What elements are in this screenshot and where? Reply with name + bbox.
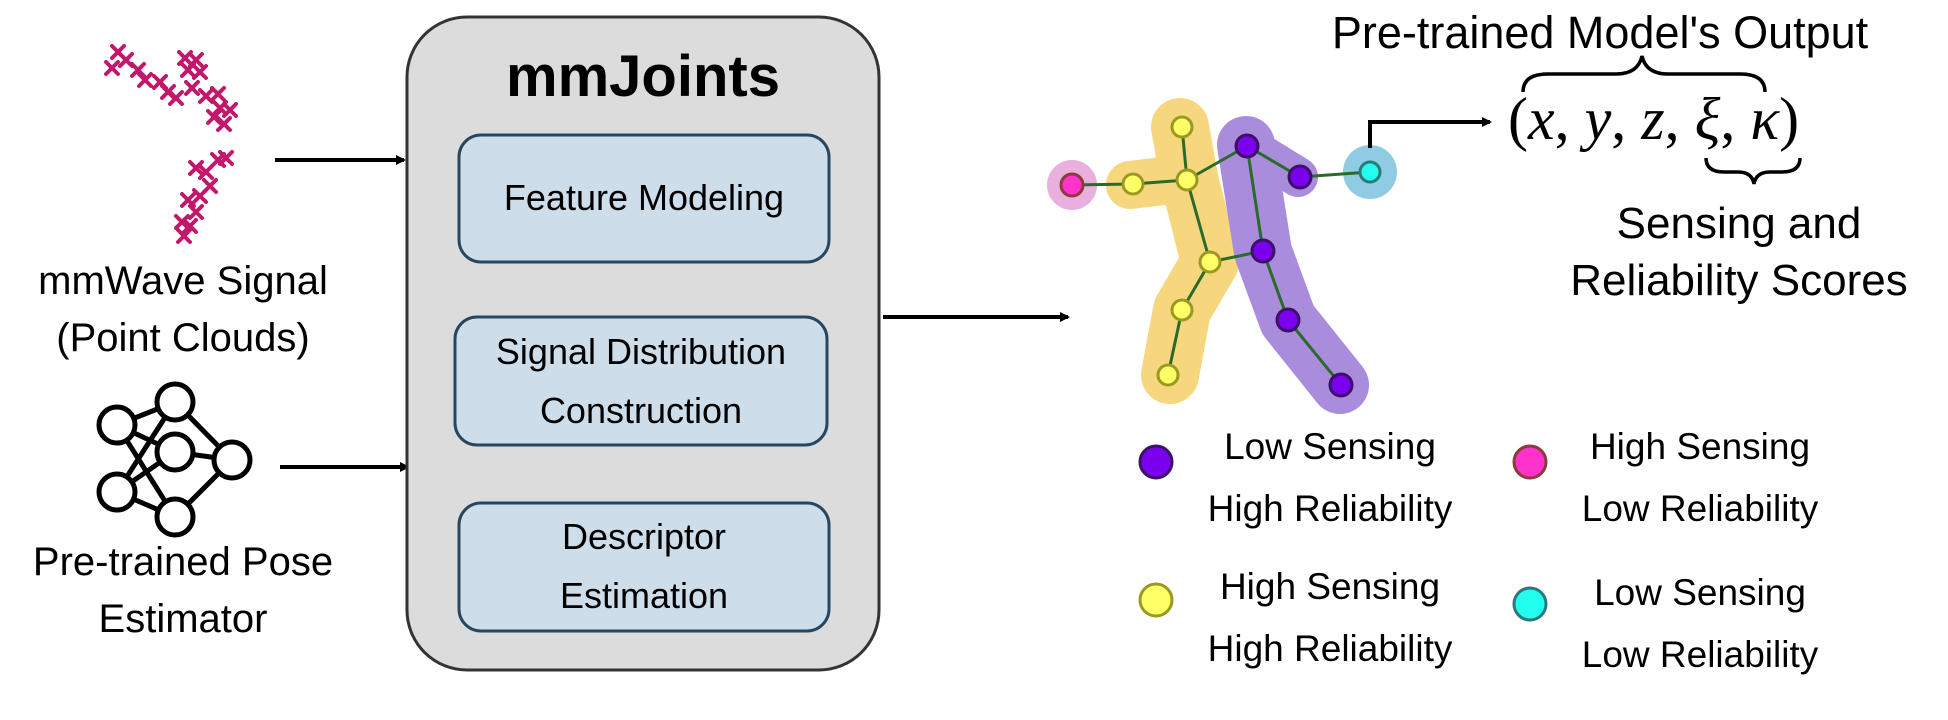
point-cloud-cross [216, 116, 232, 132]
point-cloud-icon [104, 44, 238, 244]
tuple-z: z [1641, 86, 1665, 152]
joint-low-sensing-high-reliability [1275, 307, 1301, 333]
tuple-arrow [1368, 117, 1492, 148]
joint-high-sensing-high-reliability [1156, 363, 1180, 387]
output-header: Pre-trained Model's Output [1331, 7, 1869, 58]
signal-label: mmWave Signal (Point Clouds) [0, 253, 366, 367]
point-cloud-cross [152, 74, 168, 90]
block-signal-distribution-text: Signal Distribution Construction [455, 322, 827, 441]
tuple-x: x [1527, 86, 1555, 152]
legend-label: High Reliability [1207, 488, 1453, 530]
joint-high-sensing-high-reliability [1175, 168, 1199, 192]
block-descriptor-estimation-text: Descriptor Estimation [459, 507, 829, 626]
signal-label-line1: mmWave Signal [38, 259, 328, 303]
signal-label-line2: (Point Clouds) [56, 315, 310, 360]
joint-high-sensing-high-reliability [1121, 172, 1145, 196]
signal-distribution-block [453, 315, 829, 447]
legend-label: High Sensing [1589, 426, 1811, 467]
legend-high-sensing-low-reliability: High Sensing Low Reliability [1550, 416, 1850, 540]
output-tuple: (x, y, z, ξ, κ) [1508, 86, 1799, 152]
point-cloud-cross [218, 150, 234, 166]
point-cloud-cross [174, 214, 190, 230]
point-cloud-cross [137, 72, 153, 88]
point-cloud-cross [188, 204, 204, 220]
skeleton-halos [1047, 98, 1397, 414]
point-cloud-cross [206, 109, 222, 125]
point-cloud-cross [182, 218, 198, 234]
pose-label-line1: Pre-trained Pose [32, 540, 334, 584]
point-cloud-cross [210, 86, 226, 102]
joint-high-sensing-high-reliability [1170, 115, 1194, 139]
joint-low-sensing-low-reliability [1358, 160, 1382, 184]
tuple-sep: , [1664, 86, 1695, 152]
joint-low-sensing-high-reliability [1287, 164, 1313, 190]
scores-caption-line1: Sensing and [1616, 199, 1862, 248]
point-cloud-cross [184, 80, 200, 96]
point-cloud-cross [110, 44, 126, 60]
scores-caption-line2: Reliability Scores [1570, 256, 1908, 306]
legend-marker-low-sensing-low-reliability [1512, 586, 1548, 622]
skeleton-joints [1059, 115, 1382, 398]
neural-network-icon [96, 381, 253, 538]
block-feature-modeling-text: Feature Modeling [459, 168, 829, 227]
point-cloud-cross [192, 64, 208, 80]
point-cloud-cross [192, 188, 208, 204]
legend-label: High Reliability [1207, 628, 1453, 670]
point-cloud-cross [168, 90, 184, 106]
block-label: Estimation [559, 575, 729, 617]
tuple-sep: , [1720, 86, 1751, 152]
xyz-brace [1521, 55, 1767, 93]
joint-low-sensing-high-reliability [1250, 238, 1276, 264]
tuple-open: ( [1508, 86, 1528, 152]
block-label: Feature Modeling [503, 177, 785, 218]
legend-label: Low Reliability [1581, 488, 1819, 530]
tuple-sep: , [1554, 86, 1585, 152]
scores-brace [1704, 157, 1802, 185]
block-label: Construction [539, 390, 743, 432]
joint-high-sensing-high-reliability [1170, 298, 1194, 322]
joint-high-sensing-high-reliability [1198, 250, 1222, 274]
legend-label: Low Sensing [1224, 426, 1436, 467]
legend-marker-high-sensing-low-reliability [1512, 444, 1548, 480]
descriptor-estimation-block [457, 501, 831, 633]
legend-low-sensing-low-reliability: Low Sensing Low Reliability [1550, 562, 1850, 686]
point-cloud-cross [180, 192, 196, 208]
point-cloud-cross [104, 60, 120, 76]
legend-high-sensing-high-reliability: High Sensing High Reliability [1180, 556, 1480, 680]
pose-label-line2: Estimator [98, 596, 268, 641]
feature-modeling-block [457, 133, 831, 264]
tuple-kappa: κ [1750, 86, 1780, 152]
point-cloud-cross [118, 52, 134, 68]
point-cloud-cross [198, 164, 214, 180]
legend-marker-high-sensing-high-reliability [1138, 582, 1174, 618]
point-cloud-cross [198, 88, 214, 104]
legend-label: Low Reliability [1581, 634, 1819, 676]
point-cloud-cross [130, 62, 146, 78]
tuple-y: y [1584, 86, 1612, 152]
legend-label: High Sensing [1219, 566, 1441, 607]
tuple-xi: ξ [1694, 86, 1721, 152]
scores-caption: Sensing and Reliability Scores [1530, 195, 1948, 309]
joint-high-sensing-low-reliability [1059, 172, 1085, 198]
tuple-close: ) [1779, 86, 1800, 152]
block-label: Descriptor [561, 516, 727, 557]
pose-estimator-label: Pre-trained Pose Estimator [0, 534, 366, 648]
tuple-sep: , [1611, 86, 1642, 152]
block-label: Signal Distribution [495, 331, 787, 372]
point-cloud-cross [222, 102, 238, 118]
legend-label: Low Sensing [1594, 572, 1806, 613]
point-cloud-cross [176, 228, 192, 244]
joint-low-sensing-high-reliability [1328, 372, 1354, 398]
legend-marker-low-sensing-high-reliability [1138, 444, 1174, 480]
module-title: mmJoints [506, 44, 780, 109]
legend-low-sensing-high-reliability: Low Sensing High Reliability [1180, 416, 1480, 540]
joint-low-sensing-high-reliability [1234, 133, 1260, 159]
